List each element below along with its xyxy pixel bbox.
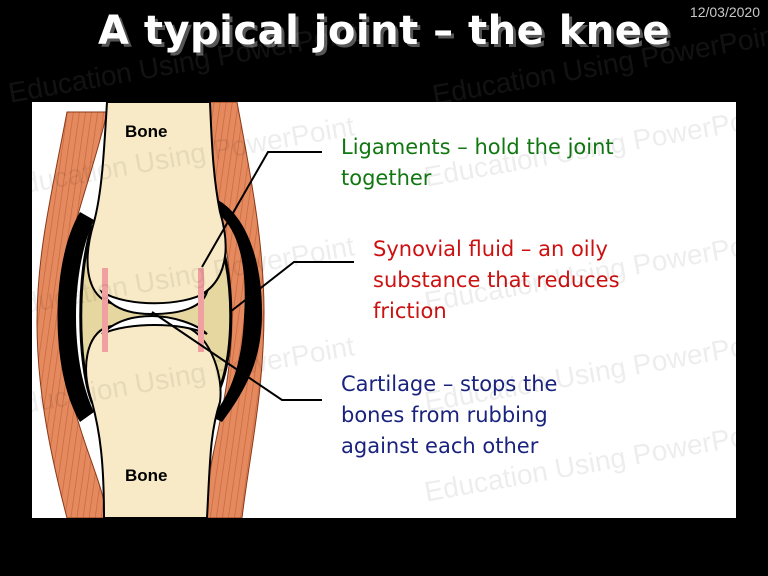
cartilage-label-line: against each other [341, 434, 539, 458]
bone-top-label: Bone [125, 122, 168, 141]
ligaments-label: Ligaments – hold the joint together [341, 132, 614, 194]
knee-joint-illustration [36, 102, 354, 518]
synovial-pointer [229, 261, 354, 313]
slide-date: 12/03/2020 [689, 4, 760, 20]
cartilage-label-line: bones from rubbing [341, 403, 548, 427]
lower-cartilage [101, 314, 208, 335]
synovial-fluid-label: Synovial fluid – an oily substance that … [373, 234, 620, 327]
synovial-label-line: substance that reduces [373, 268, 620, 292]
knee-diagram-panel: Bone Bone Ligaments – hold the joint tog… [32, 102, 736, 518]
cartilage-pointer [151, 311, 322, 401]
lower-bone [85, 322, 222, 518]
slide-title: A typical joint – the knee [97, 8, 671, 54]
cartilage-label: Cartilage – stops the bones from rubbing… [341, 369, 557, 462]
upper-cartilage [99, 289, 209, 316]
joint-capsule [207, 197, 262, 422]
synovial-label-line: Synovial fluid – an oily [373, 237, 608, 261]
ligament-marker [102, 268, 108, 352]
bone-bottom-label: Bone [125, 466, 168, 485]
ligaments-label-line: together [341, 166, 432, 190]
ligaments-label-line: Ligaments – hold the joint [341, 135, 614, 159]
ligaments-pointer [201, 151, 322, 268]
synovial-label-line: friction [373, 299, 447, 323]
joint-capsule [57, 212, 94, 422]
cartilage-label-line: Cartilage – stops the [341, 372, 558, 396]
ligament-marker [198, 268, 204, 352]
